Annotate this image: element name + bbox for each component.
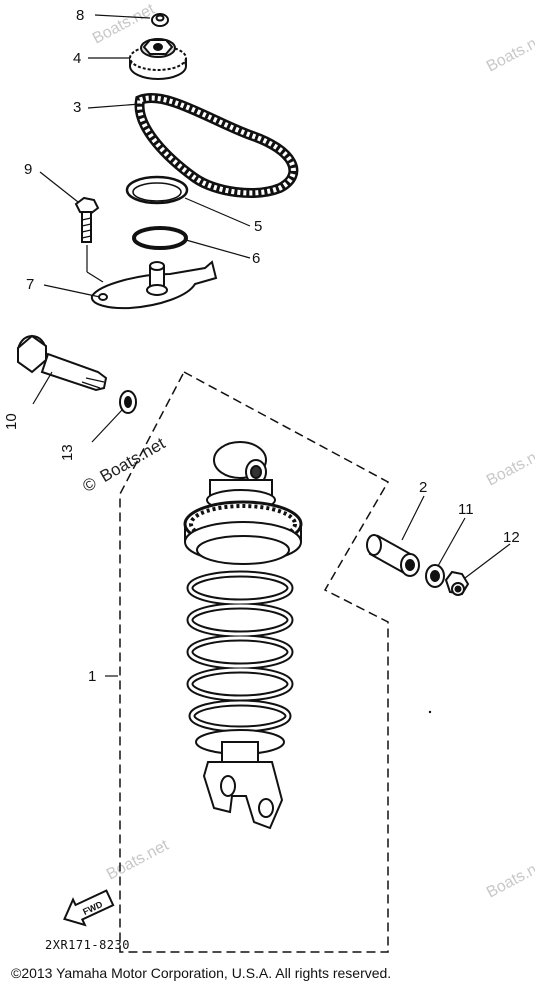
callout-1: 1 [88,668,96,685]
part-12-nut [444,570,470,596]
callout-5: 5 [254,218,262,235]
callout-3: 3 [73,99,81,116]
stray-dot [428,710,432,714]
callout-7: 7 [26,276,34,293]
part-9-bolt [74,196,100,243]
watermark-center-text: Boats.net [97,434,169,487]
callout-12: 12 [503,529,520,546]
watermark-bottom-left: Boats.net [104,837,172,884]
part-3-belt [134,93,299,198]
watermark-bottom-right: Boats.net [484,855,535,902]
part-11-washer [425,564,445,588]
part-5-ring [125,175,189,205]
fwd-arrow-icon: FWD [63,889,115,927]
assembly-dashed-outline [119,371,390,953]
callout-13: 13 [59,444,76,461]
callout-8: 8 [76,7,84,24]
watermark-symbol: © [79,473,100,496]
diagram-part-number: 2XR171-8230 [45,938,130,952]
part-2-collar [366,534,420,577]
part-1-shock-absorber [183,441,303,830]
bolt-guide-line-2 [86,271,104,283]
callout-6: 6 [252,250,260,267]
part-4-pulley [129,38,187,80]
callout-2: 2 [419,479,427,496]
leader-lines [32,14,511,677]
copyright-notice: ©2013 Yamaha Motor Corporation, U.S.A. A… [11,965,391,981]
part-8-nut [151,13,169,27]
callout-10: 10 [3,413,20,430]
callout-9: 9 [24,161,32,178]
callout-4: 4 [73,50,81,67]
part-7-bracket [90,260,218,310]
callout-11: 11 [458,501,474,518]
part-10-bolt [17,334,108,392]
callout-numbers: 8 4 3 9 5 6 7 10 13 2 11 12 1 [3,7,520,685]
watermark-right-mid: Boats.net [484,443,535,490]
watermark-right-top: Boats.net [484,29,535,76]
part-13-washer [119,390,137,414]
part-6-oring [132,226,188,250]
